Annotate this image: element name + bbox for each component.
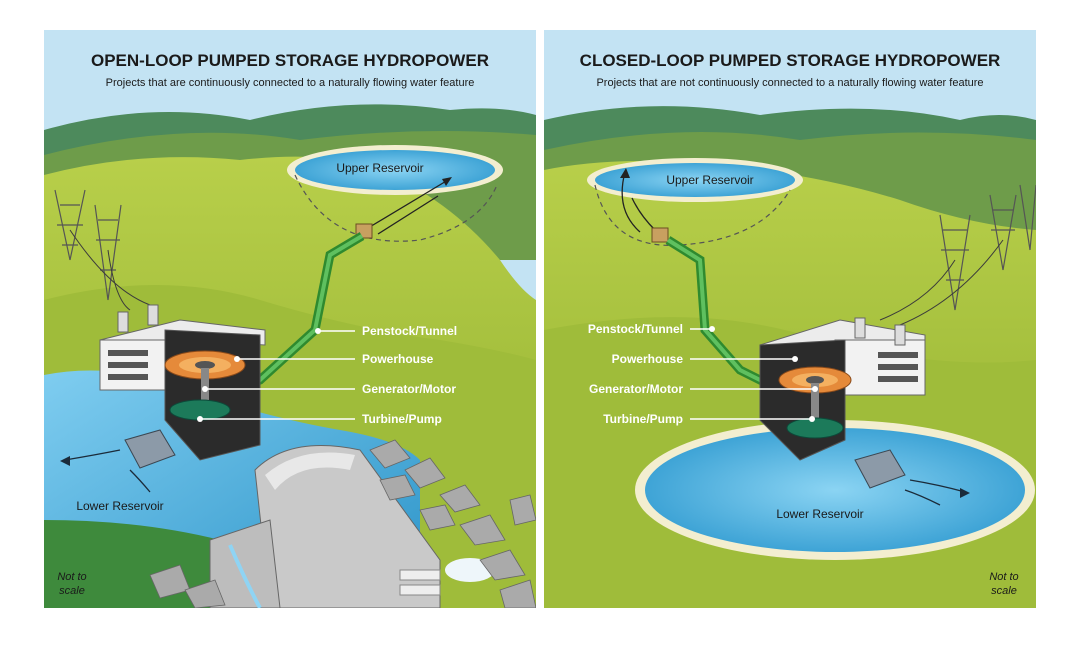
arrowhead [960,488,970,498]
leader-dot [792,356,798,362]
left-lower-reservoir-label: Lower Reservoir [76,499,163,513]
right-scale-note-line1: Not to [989,571,1018,583]
transmission-tower-left [54,189,122,301]
upper-reservoir [595,163,795,197]
rocks [149,439,536,608]
right-scale-note-line2: scale [991,585,1017,597]
right-upper-reservoir-label: Upper Reservoir [666,173,753,187]
leader-dot [809,416,815,422]
panel-divider [536,30,544,608]
dam [209,445,495,608]
right-penstock-label: Penstock/Tunnel [588,322,683,336]
open-loop-panel [44,30,536,608]
left-powerhouse-label: Powerhouse [362,352,434,366]
arrowhead [620,168,630,178]
powerhouse-building [759,317,926,461]
intake-structure [651,227,669,243]
flow-arrow-in [129,469,151,493]
leader-dot [197,416,203,422]
right-powerhouse-label: Powerhouse [612,352,684,366]
leader-dot [202,386,208,392]
leader-dot [234,356,240,362]
underground-outline [594,184,791,246]
right-turbine-label: Turbine/Pump [603,412,683,426]
closed-loop-panel [544,30,1036,608]
power-lines [879,239,1004,326]
flow-arrow-in [904,489,941,506]
left-penstock-label: Penstock/Tunnel [362,324,457,338]
left-turbine-label: Turbine/Pump [362,412,442,426]
leader-dot [709,326,715,332]
flow-arrow [631,197,656,231]
flow-arrow [367,179,449,229]
flow-arrow [377,195,439,235]
right-title: CLOSED-LOOP PUMPED STORAGE HYDROPOWER [580,51,1001,70]
left-upper-reservoir-label: Upper Reservoir [336,161,423,175]
flow-arrow [621,171,641,233]
left-scale-note-line2: scale [59,585,85,597]
powerhouse-building [99,304,266,461]
right-subtitle: Projects that are not continuously conne… [596,77,983,89]
right-generator-label: Generator/Motor [589,382,683,396]
right-lower-reservoir-label: Lower Reservoir [776,507,863,521]
transmission-tower-right [939,184,1036,311]
left-subtitle: Projects that are continuously connected… [106,77,475,89]
outlet-structure [854,449,906,489]
arrowhead [442,177,452,186]
leader-dot [315,328,321,334]
left-generator-label: Generator/Motor [362,382,456,396]
left-scale-note-line1: Not to [57,571,86,583]
arrowhead [60,456,70,466]
left-title: OPEN-LOOP PUMPED STORAGE HYDROPOWER [91,51,489,70]
outlet-structure [124,429,176,469]
lower-reservoir [645,428,1025,552]
power-lines [69,229,151,311]
leader-dot [812,386,818,392]
